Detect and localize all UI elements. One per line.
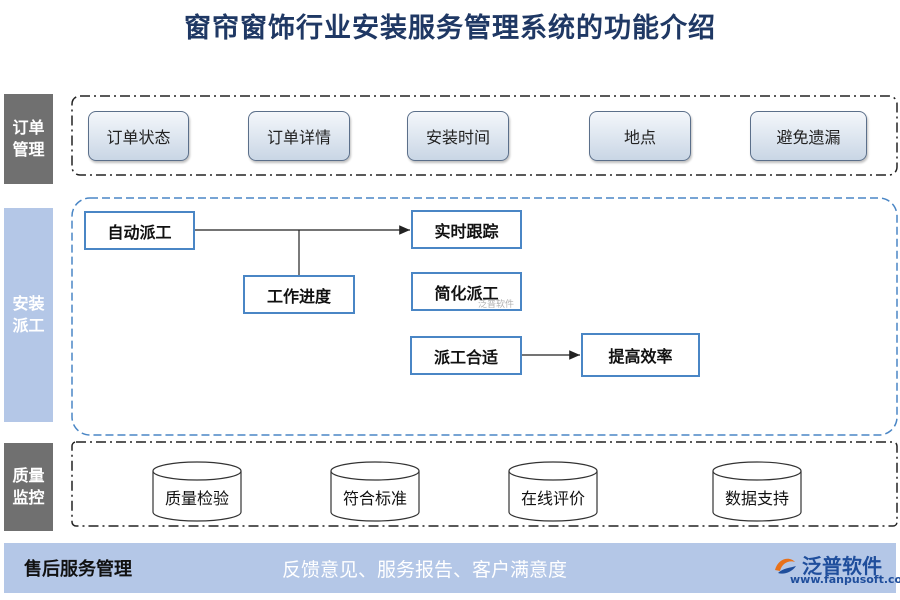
cylinder-shape (330, 461, 420, 522)
logo-name: 泛普软件 (802, 554, 882, 578)
order-item-avoid-omission: 避免遗漏 (750, 111, 867, 161)
page-title: 窗帘窗饰行业安装服务管理系统的功能介绍 (184, 13, 716, 44)
quality-frame (71, 441, 898, 527)
section-label-line: 管理 (12, 140, 45, 159)
order-item-location: 地点 (589, 111, 691, 161)
cylinder-shape (712, 461, 802, 522)
brand-logo: 泛普软件 (772, 550, 882, 579)
after-sales-text: 反馈意见、服务报告、客户满意度 (282, 558, 568, 581)
section-label-line: 订单 (12, 118, 45, 137)
node-realtime-tracking: 实时跟踪 (411, 210, 522, 249)
fanpu-logo-icon (775, 558, 796, 574)
cylinder-label: 数据支持 (724, 489, 789, 508)
order-item-install-time: 安装时间 (407, 111, 509, 161)
cylinder-data-support: 数据支持 (712, 461, 802, 522)
cylinder-meets-standard: 符合标准 (330, 461, 420, 522)
section-label-order: 订单 管理 (4, 94, 53, 184)
section-label-install: 安装 派工 (4, 208, 53, 422)
section-label-line: 派工 (12, 316, 45, 335)
node-auto-dispatch: 自动派工 (84, 211, 195, 250)
node-work-progress: 工作进度 (243, 275, 355, 314)
cylinder-label: 符合标准 (342, 489, 407, 508)
cylinder-label: 在线评价 (520, 489, 585, 508)
cylinder-label: 质量检验 (164, 489, 229, 508)
cylinder-quality-inspection: 质量检验 (152, 461, 242, 522)
section-label-quality: 质量 监控 (4, 443, 53, 531)
node-simplify-dispatch: 简化派工 (411, 272, 522, 311)
section-label-line: 安装 (12, 294, 45, 313)
section-label-line: 质量 (12, 466, 45, 485)
cylinder-shape (152, 461, 242, 522)
node-suitable-dispatch: 派工合适 (410, 336, 522, 375)
watermark-text: 泛普软件 (478, 300, 515, 310)
after-sales-title: 售后服务管理 (24, 559, 132, 580)
node-improve-efficiency: 提高效率 (581, 333, 700, 377)
install-frame (71, 197, 898, 436)
after-sales-bar: 售后服务管理 反馈意见、服务报告、客户满意度 泛普软件 (4, 543, 896, 593)
order-item-status: 订单状态 (88, 111, 189, 161)
order-item-details: 订单详情 (248, 111, 350, 161)
section-label-line: 监控 (12, 488, 45, 507)
order-frame (71, 95, 898, 176)
logo-url: www.fanpusoft.com (790, 573, 900, 586)
cylinder-shape (508, 461, 598, 522)
cylinder-online-review: 在线评价 (508, 461, 598, 522)
